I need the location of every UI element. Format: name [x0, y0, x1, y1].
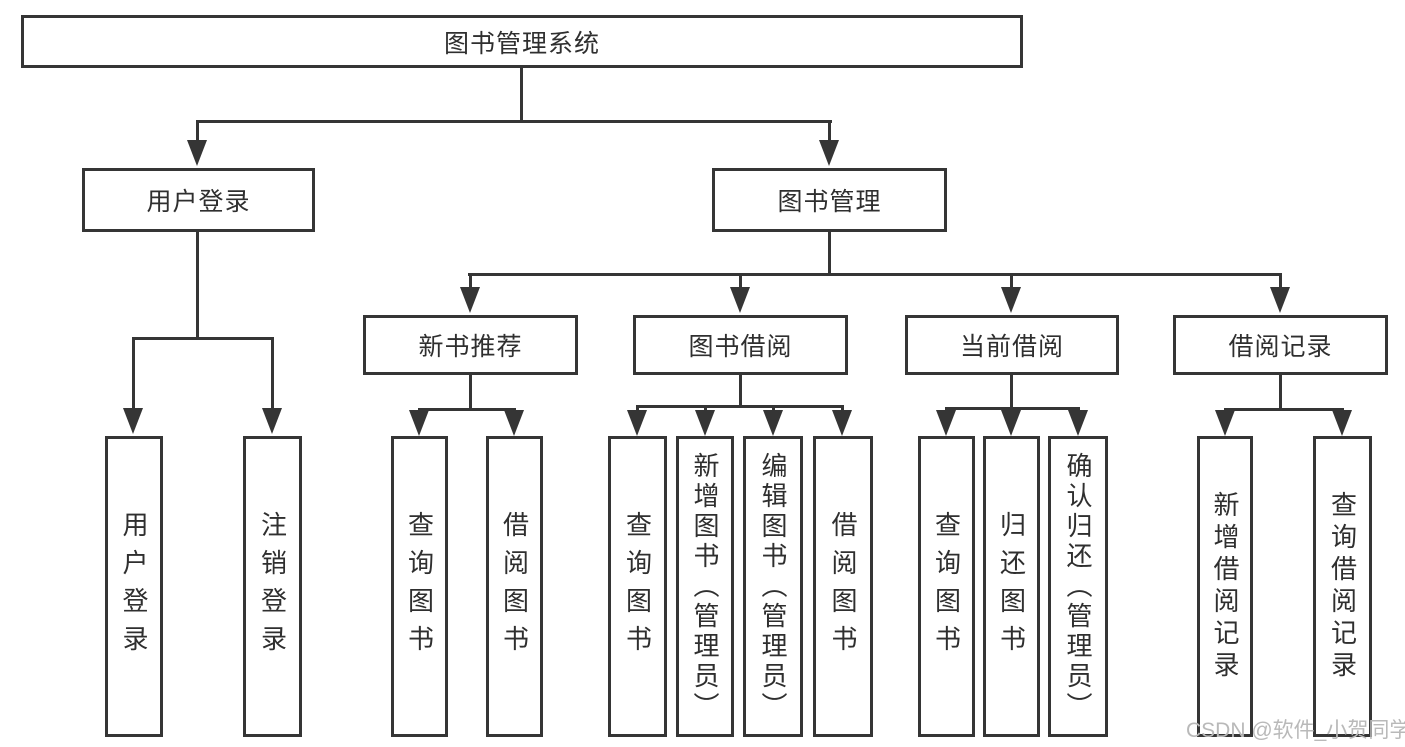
connector-records-hline	[1224, 408, 1344, 411]
connector-borrow-drop	[841, 405, 844, 412]
arrow-down-icon	[627, 410, 647, 436]
arrow-down-icon	[123, 408, 143, 434]
leaf-add-books-admin: 新增图书（管理员）	[676, 436, 734, 737]
node-book-management: 图书管理	[712, 168, 947, 232]
arrow-down-icon	[1068, 410, 1088, 436]
connector-mgmt-drop	[739, 273, 742, 289]
watermark-text: CSDN @软件_小贺同学	[1186, 719, 1405, 742]
leaf-borrow-books-recommend: 借阅图书	[486, 436, 543, 737]
connector-root-left-drop	[196, 120, 199, 146]
node-current-borrow: 当前借阅	[905, 315, 1119, 375]
arrow-down-icon	[763, 410, 783, 436]
connector-newbook-stem	[469, 375, 472, 408]
connector-mgmt-drop	[1010, 273, 1013, 289]
arrow-down-icon	[504, 410, 524, 436]
connector-login-left-drop	[132, 337, 135, 410]
arrow-down-icon	[819, 140, 839, 166]
connector-newbook-hline	[418, 408, 516, 411]
connector-borrow-stem	[739, 375, 742, 405]
leaf-user-login: 用户登录	[105, 436, 163, 737]
node-borrow-records: 借阅记录	[1173, 315, 1388, 375]
arrow-down-icon	[730, 287, 750, 313]
leaf-query-books-current: 查询图书	[918, 436, 975, 737]
node-book-borrow: 图书借阅	[633, 315, 848, 375]
arrow-down-icon	[1270, 287, 1290, 313]
connector-borrow-drop	[636, 405, 639, 412]
connector-mgmt-drop	[1279, 273, 1282, 289]
leaf-return-books: 归还图书	[983, 436, 1040, 737]
leaf-query-books-recommend: 查询图书	[391, 436, 448, 737]
connector-mgmt-drop	[469, 273, 472, 289]
connector-login-right-drop	[271, 337, 274, 410]
connector-root-right-drop	[828, 120, 831, 146]
leaf-logout-login: 注销登录	[243, 436, 302, 737]
connector-root-stem	[520, 66, 523, 120]
arrow-down-icon	[460, 287, 480, 313]
leaf-edit-books-admin: 编辑图书（管理员）	[743, 436, 803, 737]
arrow-down-icon	[262, 408, 282, 434]
arrow-down-icon	[1001, 410, 1021, 436]
arrow-down-icon	[1001, 287, 1021, 313]
connector-root-hline	[196, 120, 832, 123]
connector-login-stem	[196, 232, 199, 337]
arrow-down-icon	[1332, 410, 1352, 436]
arrow-down-icon	[832, 410, 852, 436]
arrow-down-icon	[1215, 410, 1235, 436]
leaf-confirm-return-admin: 确认归还（管理员）	[1048, 436, 1108, 737]
connector-login-hline	[132, 337, 274, 340]
connector-borrow-drop	[704, 405, 707, 412]
node-root: 图书管理系统	[21, 15, 1023, 68]
connector-mgmt-hline	[468, 273, 1282, 276]
arrow-down-icon	[187, 140, 207, 166]
connector-mgmt-stem	[828, 232, 831, 273]
arrow-down-icon	[936, 410, 956, 436]
connector-records-stem	[1279, 375, 1282, 408]
connector-borrow-hline	[636, 405, 844, 408]
arrow-down-icon	[409, 410, 429, 436]
connector-current-drop	[945, 407, 948, 412]
node-new-book-recommend: 新书推荐	[363, 315, 578, 375]
connector-current-drop	[1010, 407, 1013, 412]
arrow-down-icon	[695, 410, 715, 436]
leaf-query-borrow-record: 查询借阅记录	[1313, 436, 1372, 737]
leaf-query-books-borrow: 查询图书	[608, 436, 667, 737]
node-user-login: 用户登录	[82, 168, 315, 232]
leaf-borrow-books: 借阅图书	[813, 436, 873, 737]
connector-current-stem	[1010, 375, 1013, 407]
connector-current-drop	[1077, 407, 1080, 412]
connector-borrow-drop	[772, 405, 775, 412]
leaf-add-borrow-record: 新增借阅记录	[1197, 436, 1253, 737]
